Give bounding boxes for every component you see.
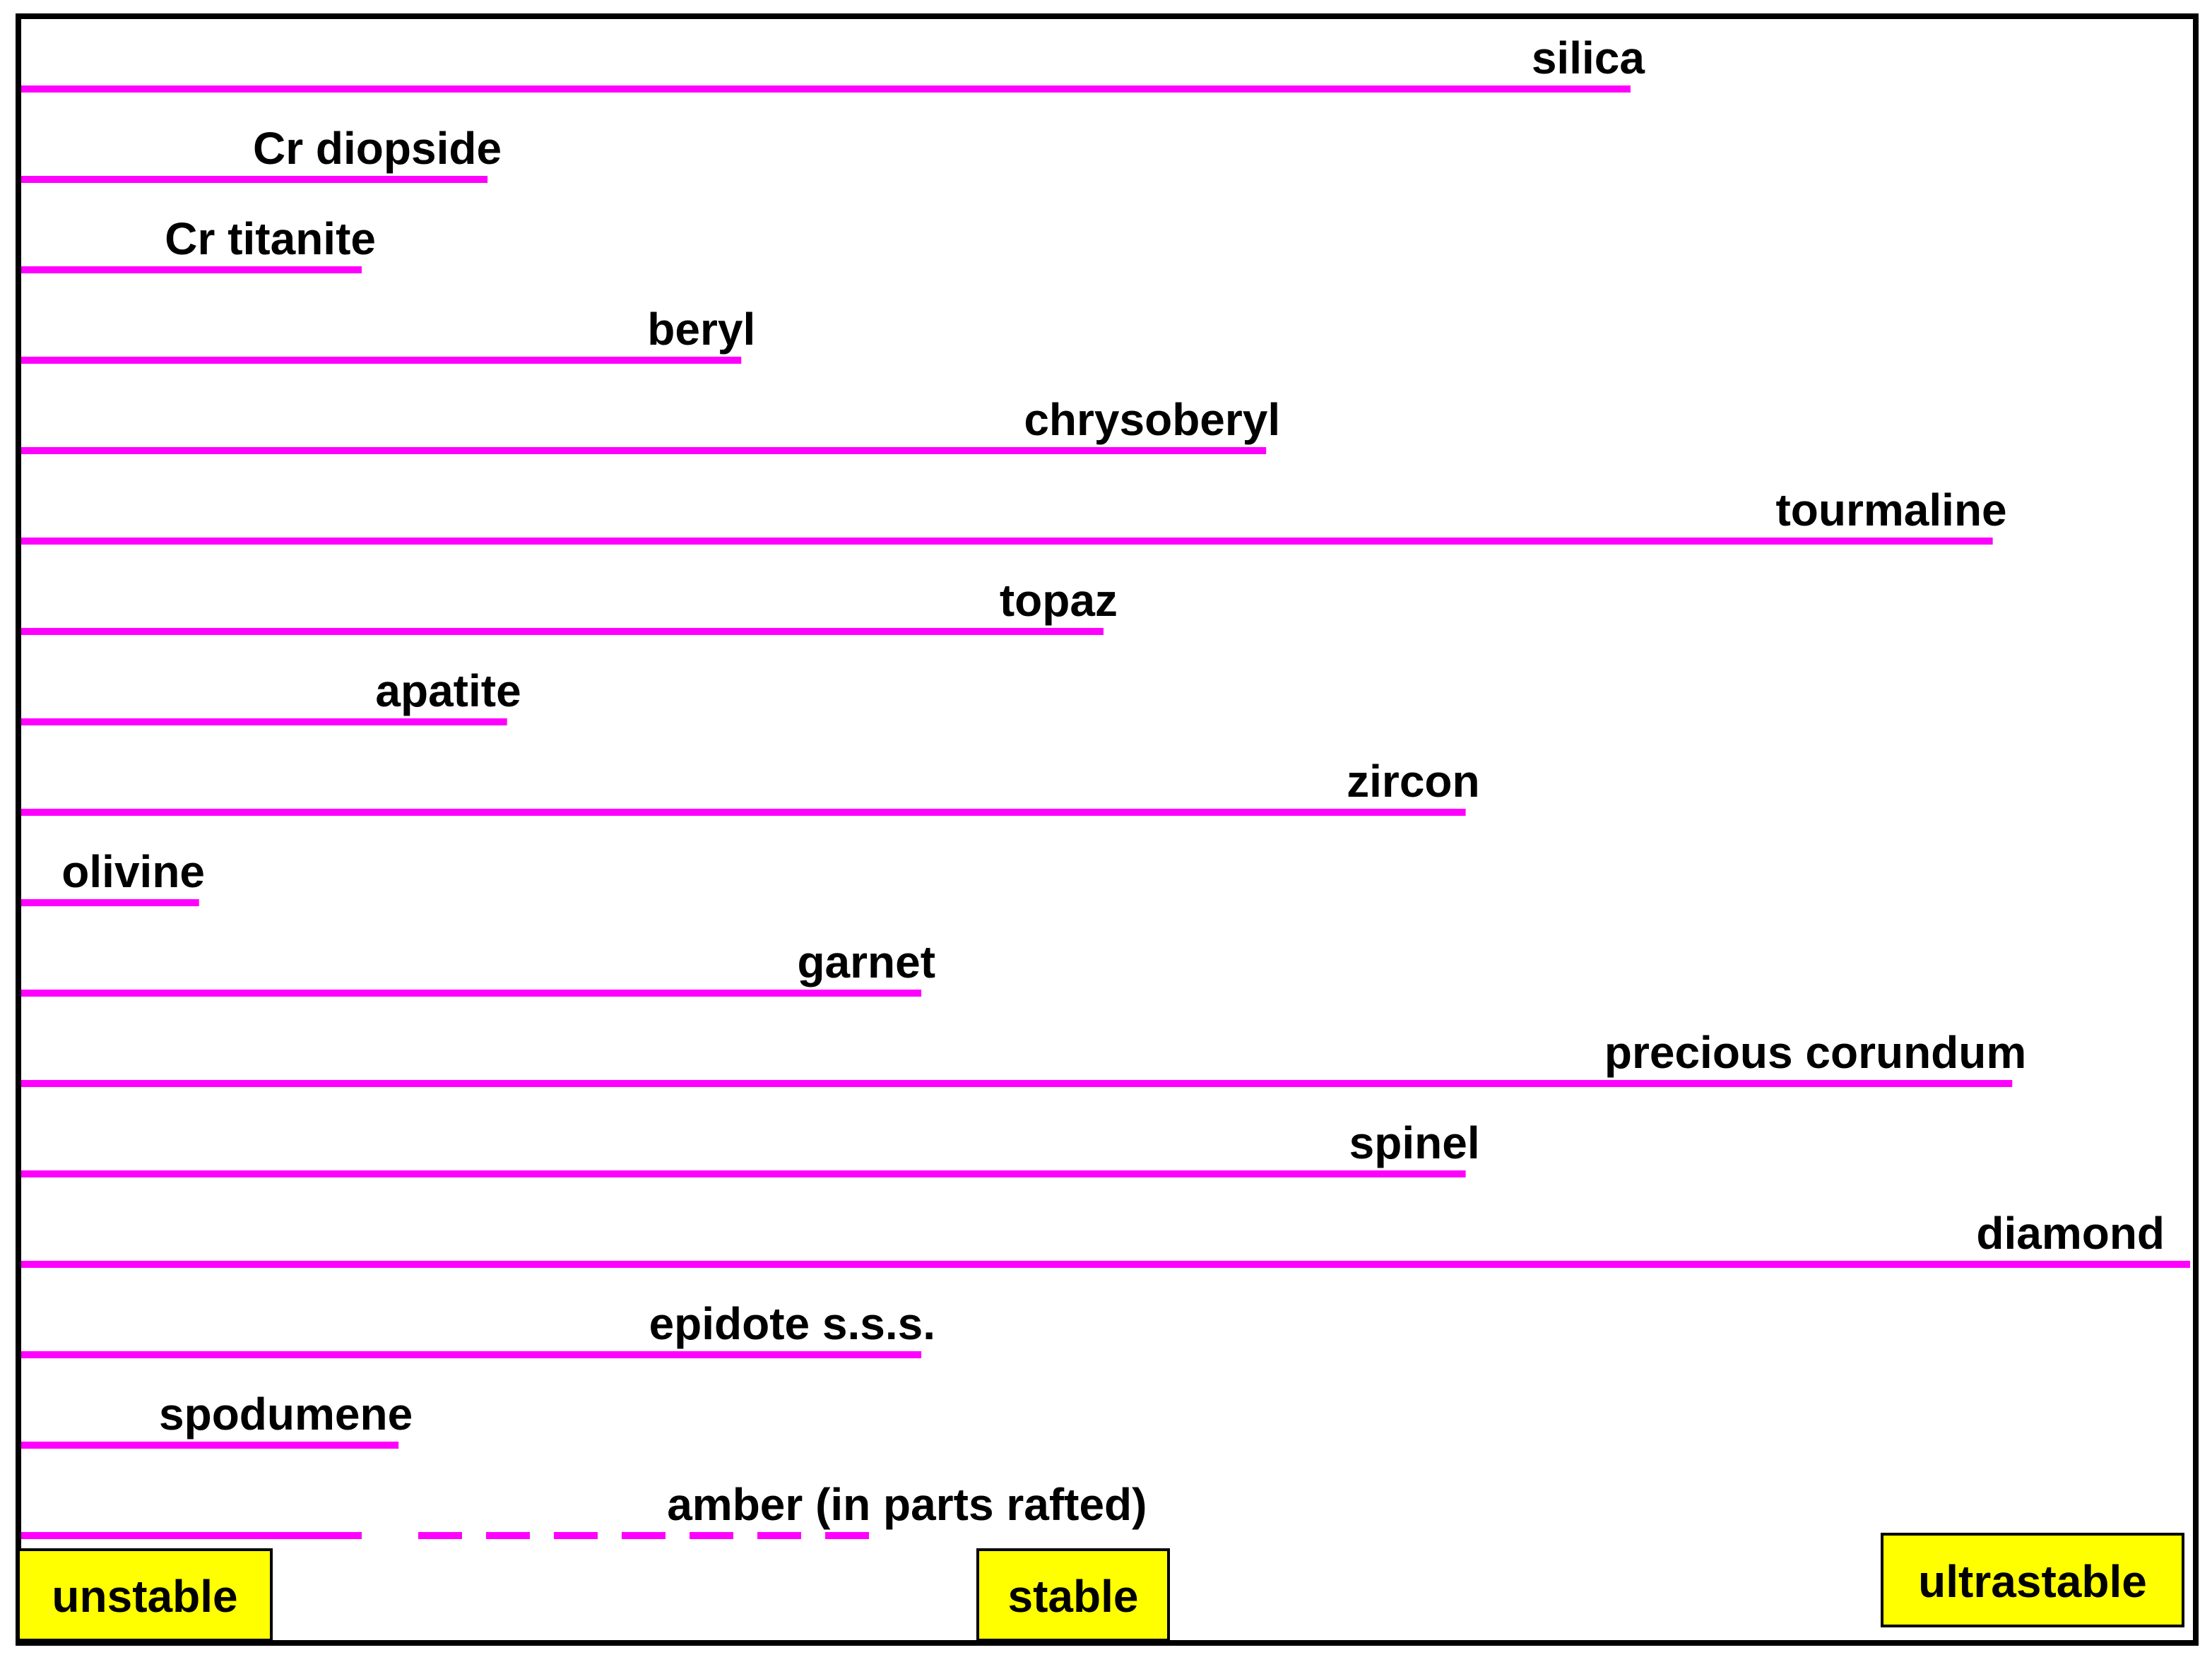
bar-label-garnet: garnet — [797, 937, 935, 987]
bar-label-chrysoberyl: chrysoberyl — [1024, 394, 1280, 445]
scale-box-bg-ultrastable — [1881, 1533, 2184, 1627]
bar-label-tourmaline: tourmaline — [1775, 485, 2006, 535]
bar-label-precious-corundum: precious corundum — [1604, 1027, 2026, 1078]
bar-label-cr-diopside: Cr diopside — [253, 123, 502, 174]
scale-box-stable: stable — [976, 1548, 1170, 1642]
bar-label-zircon: zircon — [1347, 756, 1479, 807]
stability-scale: unstable stable ultrastable — [17, 1533, 2184, 1642]
scale-box-bg-unstable — [17, 1548, 273, 1642]
bar-label-spodumene: spodumene — [159, 1389, 413, 1440]
bar-label-olivine: olivine — [61, 846, 205, 897]
bar-label-beryl: beryl — [647, 304, 755, 355]
bars-layer: silica Cr diopside Cr titanite beryl chrysob… — [21, 32, 2190, 1539]
bar-label-apatite: apatite — [375, 665, 521, 716]
scale-label-stable: stable — [1008, 1571, 1139, 1622]
bar-label-diamond: diamond — [1976, 1208, 2165, 1259]
bar-label-topaz: topaz — [1000, 575, 1118, 626]
bar-label-silica: silica — [1532, 32, 1645, 83]
bar-label-epidote-s-s-s: epidote s.s.s. — [649, 1298, 935, 1349]
scale-box-bg-stable — [976, 1548, 1170, 1642]
bar-label-cr-titanite: Cr titanite — [165, 213, 376, 264]
scale-box-unstable: unstable — [17, 1548, 273, 1642]
bar-label-spinel: spinel — [1349, 1117, 1480, 1168]
bar-label-amber-in-parts-rafted: amber (in parts rafted) — [667, 1479, 1147, 1530]
scale-label-unstable: unstable — [52, 1571, 237, 1622]
chart-frame — [16, 13, 2199, 1646]
scale-box-ultrastable: ultrastable — [1881, 1533, 2184, 1627]
scale-label-ultrastable: ultrastable — [1918, 1556, 2147, 1607]
